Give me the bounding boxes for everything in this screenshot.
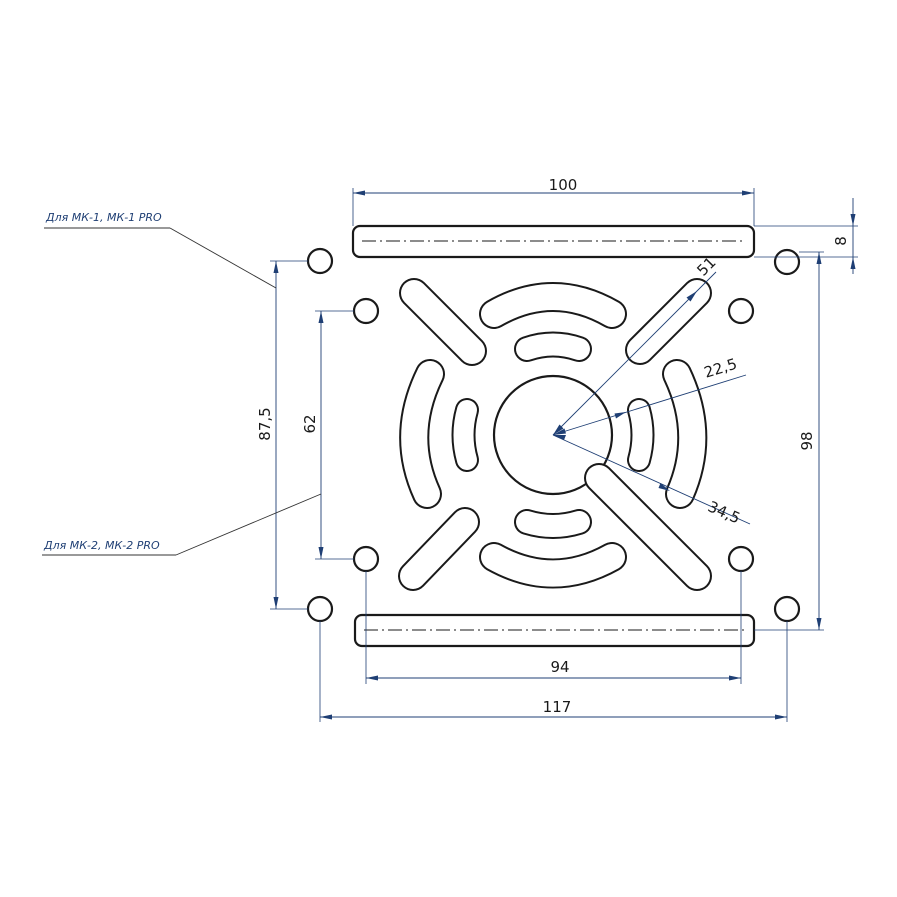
arrow-r34-center xyxy=(553,435,566,440)
hole-outer-bottom-left xyxy=(306,595,334,623)
arrow-87-top xyxy=(273,261,279,273)
dim-label-98: 98 xyxy=(798,431,816,450)
arrow-98-top xyxy=(816,252,822,264)
arrow-8-bottom xyxy=(850,257,856,269)
arc-slot-top-outer-inner xyxy=(481,284,625,327)
arrow-94-left xyxy=(366,675,378,681)
dim-line-r22 xyxy=(552,374,747,436)
arrow-r22-center xyxy=(553,428,566,435)
hole-inner-top-left xyxy=(352,297,380,325)
dim-line-r34 xyxy=(552,434,751,525)
arc-slot-bottom-inner-hole xyxy=(516,511,590,537)
arc-slot-top-inner-hole xyxy=(516,333,590,360)
diag-slot-top-right-inner xyxy=(627,280,710,363)
arc-slot-left-inner-hole xyxy=(453,400,477,470)
note-mk2: Для МК-2, МК-2 PRO xyxy=(43,539,160,552)
arc-slot-right-inner-hole xyxy=(629,400,653,470)
hole-inner-top-right xyxy=(727,297,755,325)
arrow-98-bottom xyxy=(816,618,822,630)
dim-label-117: 117 xyxy=(543,698,572,716)
arrow-94-right xyxy=(729,675,741,681)
arrow-117-left xyxy=(320,714,332,720)
hole-inner-bottom-left xyxy=(352,545,380,573)
dim-label-62: 62 xyxy=(301,414,319,433)
arrow-r51 xyxy=(686,291,697,302)
arc-slot-left-outer-inner xyxy=(401,361,443,507)
arc-slot-bottom-outer-inner xyxy=(481,544,625,587)
leader-notes: Для МК-1, МК-1 PRO Для МК-2, МК-2 PRO xyxy=(42,211,322,556)
bottom-rail xyxy=(353,613,756,648)
dim-label-r34: 34,5 xyxy=(705,497,743,527)
center-hole xyxy=(492,374,614,496)
dim-label-8: 8 xyxy=(832,236,850,246)
dim-label-r22: 22,5 xyxy=(702,355,739,382)
hole-outer-top-right xyxy=(773,248,801,276)
top-rail xyxy=(351,224,756,259)
hole-outer-bottom-right xyxy=(773,595,801,623)
dim-label-100: 100 xyxy=(549,176,578,194)
arrow-r51-center xyxy=(553,424,564,435)
arrow-100-right xyxy=(742,190,754,196)
leader-mk2-line xyxy=(175,493,322,556)
note-mk1: Для МК-1, МК-1 PRO xyxy=(45,211,162,224)
arrow-62-bottom xyxy=(318,547,324,559)
arrow-r22 xyxy=(614,412,626,419)
diag-slot-bottom-right-inner xyxy=(586,465,710,589)
hole-outer-top-left xyxy=(306,247,334,275)
arrow-87-bottom xyxy=(273,597,279,609)
diag-slot-bottom-left-inner xyxy=(400,509,478,589)
arrow-8-top xyxy=(850,214,856,226)
hole-inner-bottom-right xyxy=(727,545,755,573)
dim-label-87: 87,5 xyxy=(256,407,274,440)
leader-mk1-line xyxy=(169,227,277,289)
diag-slot-top-left-inner xyxy=(401,280,485,364)
arrow-117-right xyxy=(775,714,787,720)
arc-slot-right-outer-inner xyxy=(664,361,706,507)
arrow-r34 xyxy=(658,483,670,491)
arrow-100-left xyxy=(353,190,365,196)
arrow-62-top xyxy=(318,311,324,323)
plate-geometry xyxy=(306,224,801,648)
dim-label-94: 94 xyxy=(550,658,569,676)
